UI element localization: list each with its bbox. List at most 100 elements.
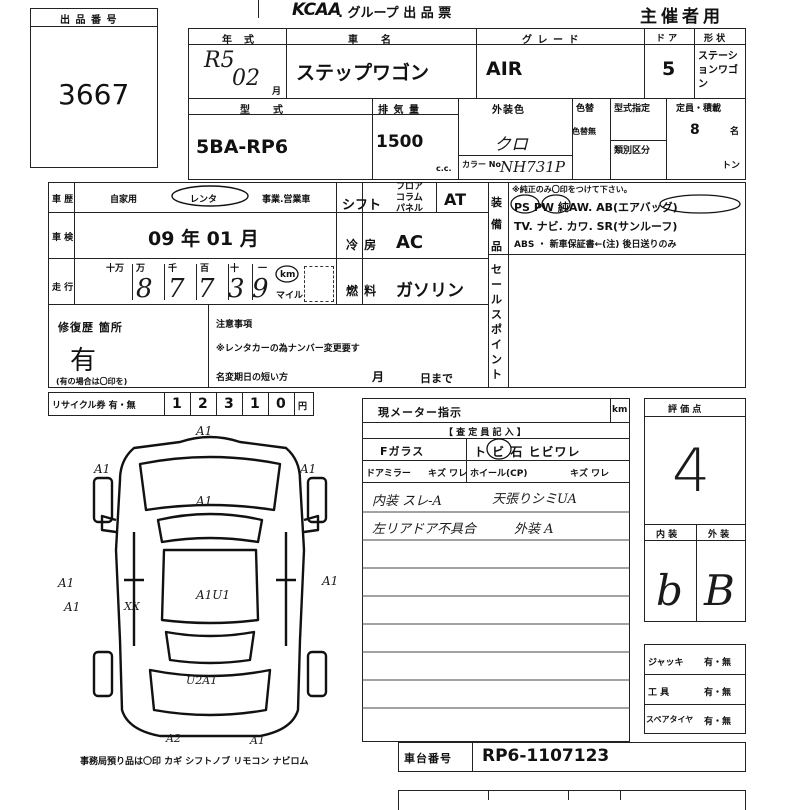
inspection-label: 車 検 bbox=[52, 233, 74, 243]
load-unit: トン bbox=[722, 161, 741, 171]
name-label: 車 名 bbox=[348, 35, 392, 46]
year-month-unit: 月 bbox=[272, 87, 282, 97]
recycle-unit: 円 bbox=[298, 402, 308, 412]
chassis-box bbox=[398, 742, 746, 772]
equip-label: 装 備 品 bbox=[491, 196, 502, 253]
kcaa-logo: KCAA bbox=[292, 0, 341, 20]
jack-label: ジャッキ bbox=[648, 658, 684, 668]
lot-number: 3667 bbox=[58, 78, 130, 111]
history-opt-business: 事業.営業車 bbox=[262, 195, 311, 205]
digit-label: 万 bbox=[136, 264, 146, 274]
score-box bbox=[644, 398, 746, 622]
recycle-digit: 3 bbox=[224, 396, 235, 412]
year-era: R5 bbox=[204, 48, 235, 73]
color-no-label: カラー No bbox=[462, 160, 501, 169]
exterior-label: 外 装 bbox=[708, 530, 730, 540]
vehicle-info-box bbox=[188, 28, 746, 180]
car-diagram bbox=[92, 435, 328, 738]
inspection-note: 内装 スレ-A bbox=[372, 494, 442, 509]
recycle-digit: 0 bbox=[276, 396, 287, 412]
recycle-box bbox=[48, 392, 314, 416]
category-label: 類別区分 bbox=[614, 146, 651, 156]
doors-label: ド ア bbox=[656, 34, 678, 44]
grade-value: AIR bbox=[486, 58, 523, 80]
recycle-digit: 1 bbox=[172, 396, 183, 412]
damage-mark: A2 bbox=[166, 732, 181, 745]
displacement-value: 1500 bbox=[376, 132, 424, 152]
damage-mark: A1 bbox=[196, 494, 213, 508]
history-opt-private: 自家用 bbox=[110, 195, 138, 205]
shift-opt: パネル bbox=[396, 204, 424, 214]
transfer-day: 日まで bbox=[420, 372, 453, 385]
shift-opt: コラム bbox=[396, 193, 423, 203]
shift-label: シフト bbox=[342, 198, 382, 213]
equip-row2: TV. ナビ. カワ. SR(サンルーフ) bbox=[514, 220, 678, 233]
capacity-label: 定員・積載 bbox=[676, 104, 722, 114]
damage-mark: XX bbox=[124, 600, 140, 613]
meter-check-box bbox=[304, 266, 334, 302]
km-circle-icon bbox=[275, 265, 299, 283]
digit-label: 一 bbox=[258, 264, 268, 274]
digit-label: 十 bbox=[230, 264, 240, 274]
shift-value: AT bbox=[444, 190, 467, 209]
spare-label: スペアタイヤ bbox=[646, 715, 694, 724]
form-title: . グループ 出 品 票 bbox=[338, 6, 452, 21]
history-box bbox=[48, 182, 746, 388]
mirror-label: ドアミラー bbox=[366, 469, 411, 479]
inspector-box bbox=[362, 398, 630, 742]
transfer-label: 名変期日の短い方 bbox=[216, 373, 289, 383]
damage-mark: A1 bbox=[300, 462, 317, 476]
tools-box bbox=[644, 644, 746, 734]
chassis-value: RP6-1107123 bbox=[482, 746, 610, 766]
damage-mark: A1 bbox=[322, 574, 339, 588]
chassis-label: 車台番号 bbox=[404, 752, 452, 765]
damage-mark: U2A1 bbox=[186, 674, 218, 687]
glass-label: Fガラス bbox=[380, 445, 425, 458]
glass-circle-icon bbox=[486, 438, 512, 460]
damage-mark: A1U1 bbox=[196, 588, 231, 602]
inspection-value: 09 年 01 月 bbox=[148, 228, 259, 250]
caution-label: 注意事項 bbox=[216, 320, 253, 330]
tool-label: 工 具 bbox=[648, 688, 670, 698]
inspector-label: 【 査 定 員 記 入 】 bbox=[444, 428, 526, 438]
damage-mark: A1 bbox=[64, 600, 81, 614]
color-change-label: 色替 bbox=[576, 104, 595, 114]
equip-circles-icon bbox=[510, 194, 741, 214]
repair-note: (有の場合は〇印を) bbox=[56, 377, 128, 386]
shape-value: ステーションワゴン bbox=[698, 51, 738, 90]
fuel-label: 燃 料 bbox=[346, 284, 378, 298]
displacement-unit: c.c. bbox=[436, 164, 452, 173]
damage-mark: A1 bbox=[94, 462, 111, 476]
inspection-note: 左リアドア不具合 bbox=[372, 522, 477, 537]
jack-value: 有・無 bbox=[704, 658, 732, 668]
digit-label: 百 bbox=[200, 264, 210, 274]
exterior-value: B bbox=[704, 566, 735, 615]
recycle-digit: 1 bbox=[250, 396, 261, 412]
transfer-month: 月 bbox=[372, 370, 386, 384]
repair-value: 有 bbox=[70, 346, 97, 376]
equip-row3: ABS ・ 新車保証書←(注) 後日送りのみ bbox=[514, 240, 677, 250]
digit-label: 十万 bbox=[106, 264, 125, 274]
color-value: クロ bbox=[494, 135, 528, 155]
mileage-digit: 7 bbox=[168, 274, 185, 304]
model-label: 型 式 bbox=[240, 105, 284, 116]
note-lines bbox=[362, 511, 630, 709]
fuel-value: ガソリン bbox=[396, 281, 464, 301]
sales-point-label: セールスポイント bbox=[491, 263, 502, 381]
unit-km: km bbox=[280, 270, 296, 280]
doors-value: 5 bbox=[662, 58, 676, 80]
damage-mark: A1 bbox=[250, 734, 265, 747]
ac-value: AC bbox=[396, 232, 424, 253]
tool-value: 有・無 bbox=[704, 688, 732, 698]
model-value: 5BA-RP6 bbox=[196, 136, 289, 158]
digit-label: 千 bbox=[168, 264, 178, 274]
interior-value: b bbox=[656, 566, 683, 615]
damage-mark: A1 bbox=[58, 576, 75, 590]
ac-label: 冷 房 bbox=[346, 238, 378, 252]
caution-text: ※レンタカーの為ナンバー変更要す bbox=[216, 344, 360, 354]
score-label: 評 価 点 bbox=[668, 405, 702, 415]
history-label: 車 歴 bbox=[52, 195, 74, 205]
year-month: 02 bbox=[232, 66, 260, 91]
inspection-note: 外装 A bbox=[514, 522, 554, 537]
bottom-box bbox=[398, 790, 746, 810]
